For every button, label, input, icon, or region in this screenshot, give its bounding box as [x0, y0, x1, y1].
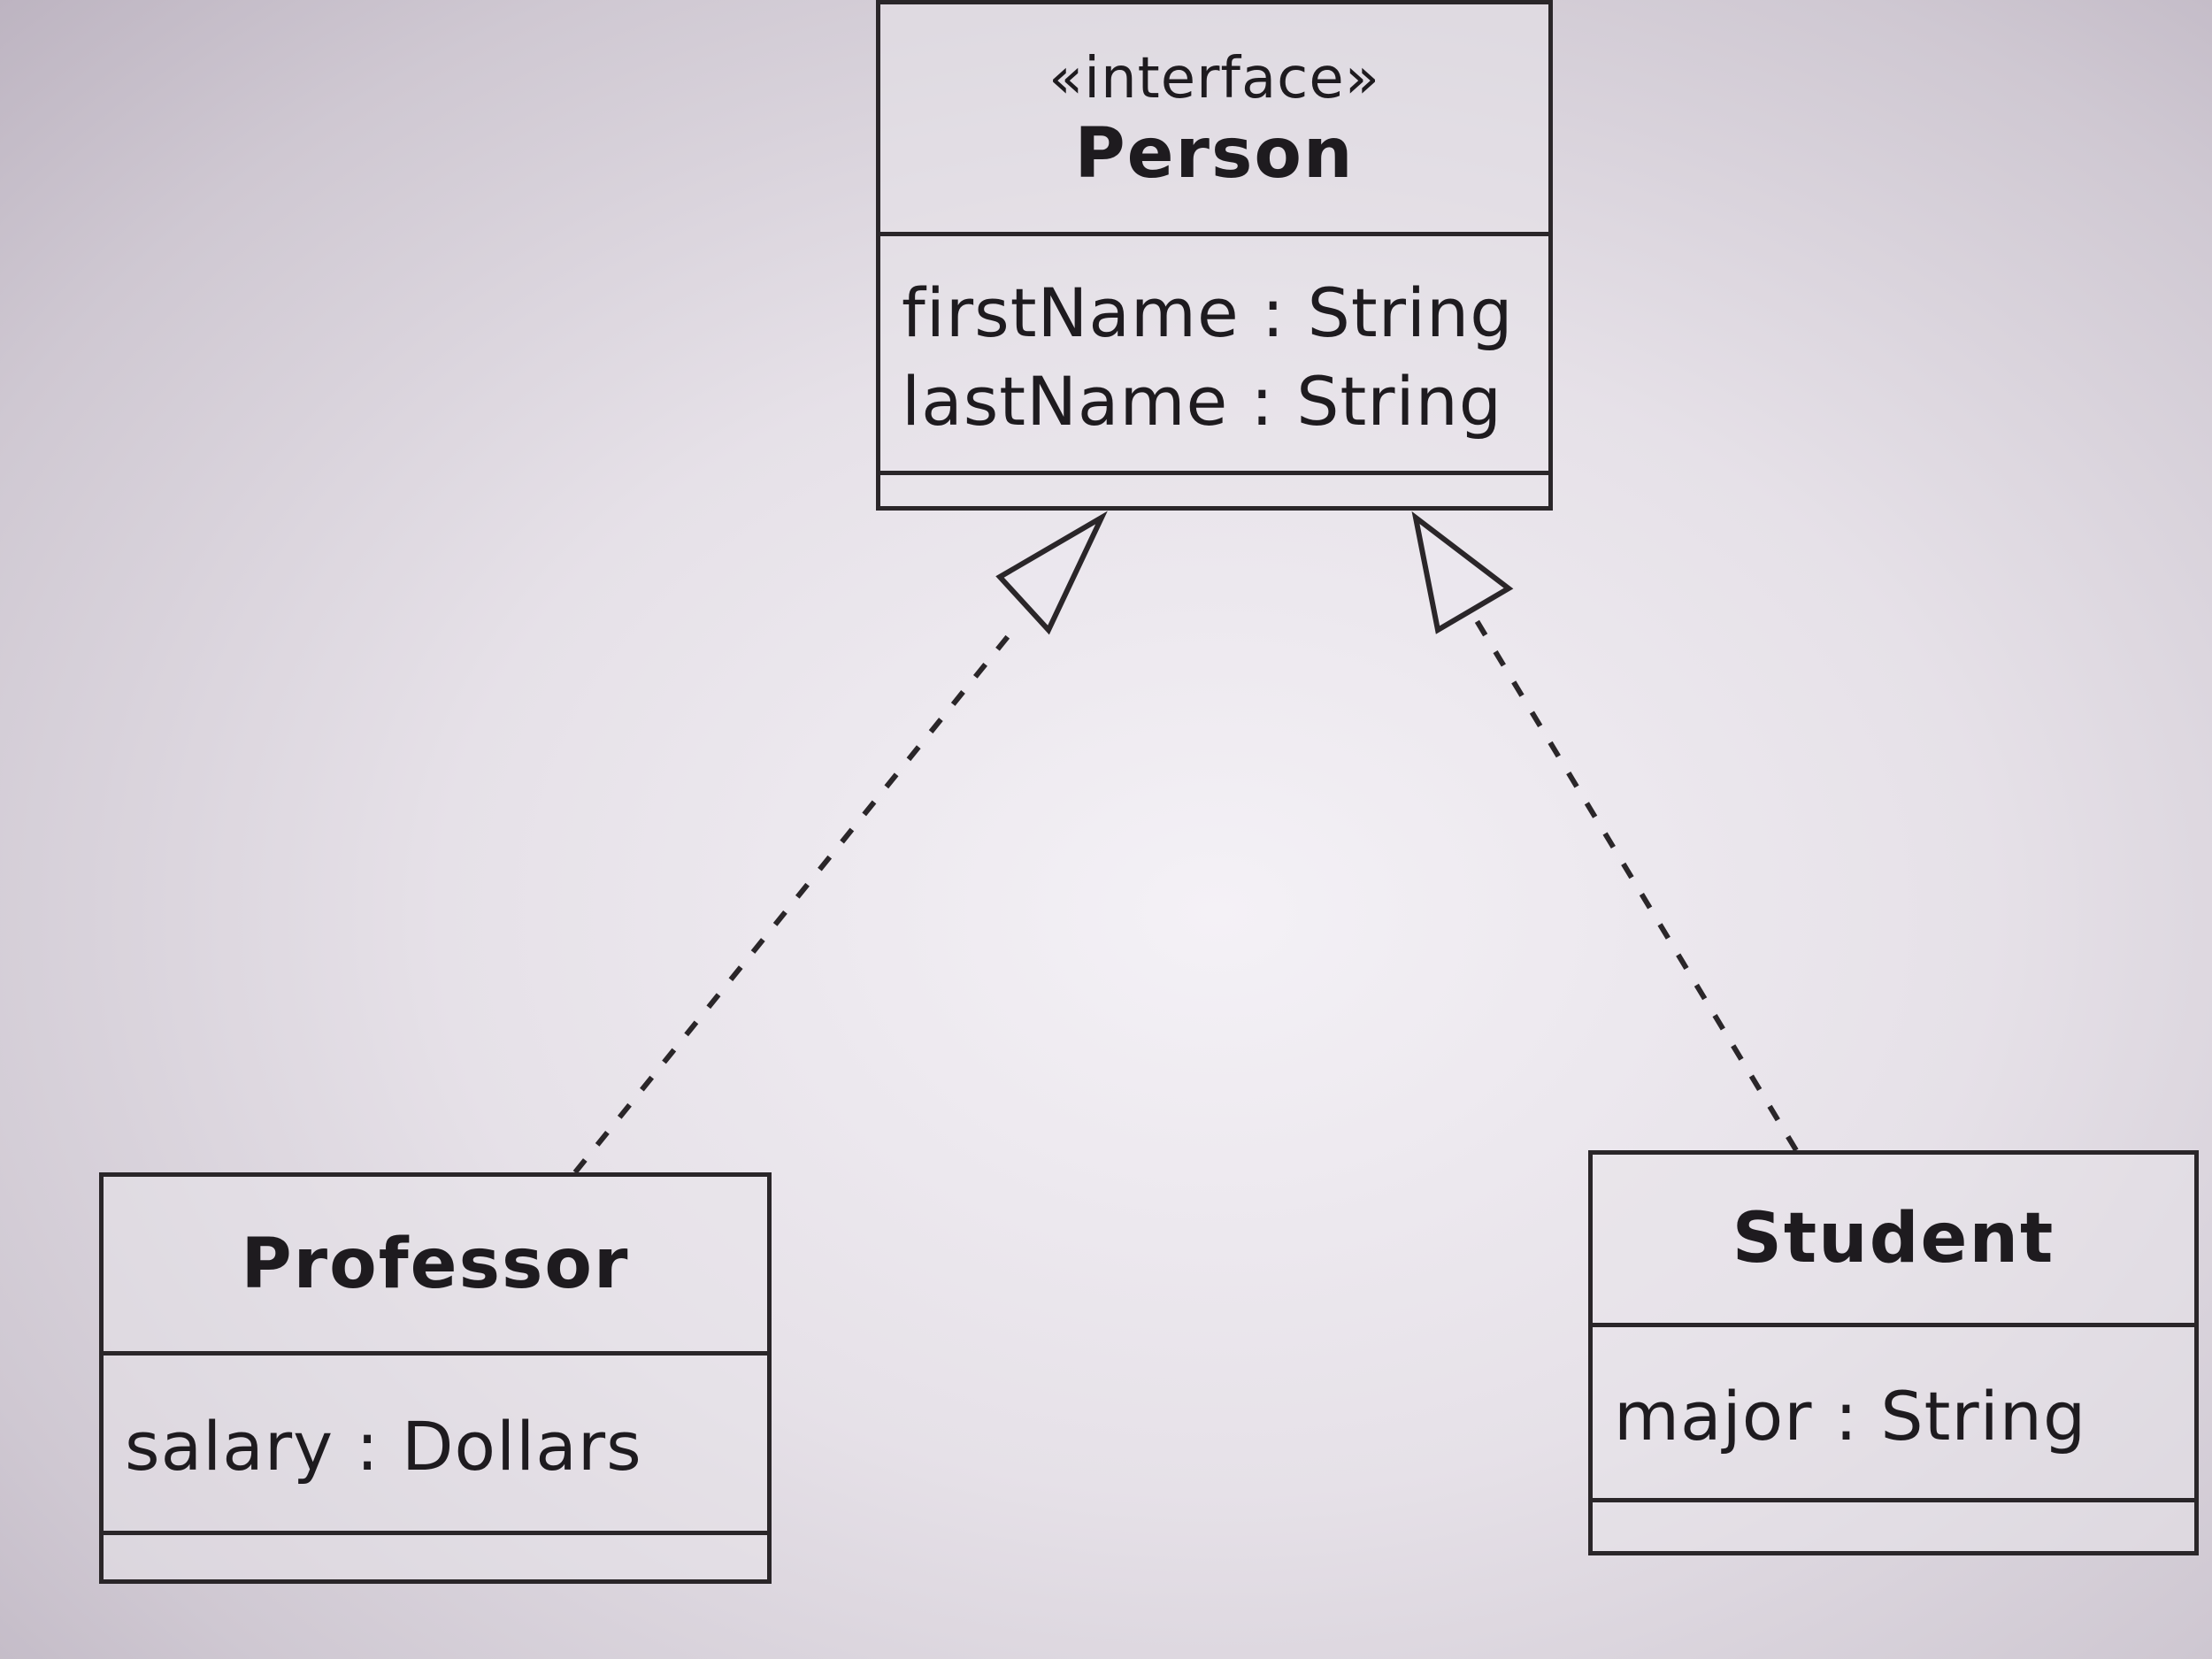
person-interface-box[interactable]: «interface» Person firstName : String la…: [876, 0, 1553, 511]
interface-stereotype: «interface»: [1048, 45, 1380, 111]
student-realizes-person: [1411, 511, 1799, 1152]
professor-attributes-compartment: salary : Dollars: [104, 1356, 767, 1535]
person-name-compartment: «interface» Person: [880, 4, 1548, 236]
professor-class-box[interactable]: Professor salary : Dollars: [99, 1172, 772, 1584]
student-operations-compartment: [1593, 1502, 2194, 1551]
professor-operations-compartment: [104, 1535, 767, 1579]
student-attribute-major: major : String: [1614, 1376, 2087, 1455]
person-attribute-firstname: firstName : String: [902, 273, 1514, 352]
student-class-box[interactable]: Student major : String: [1588, 1150, 2199, 1555]
student-name-compartment: Student: [1593, 1155, 2194, 1327]
professor-dashed-line: [572, 628, 1016, 1174]
student-realization-arrowhead-icon: [1411, 511, 1514, 634]
person-operations-compartment: [880, 475, 1548, 506]
student-class-name: Student: [1732, 1199, 2055, 1279]
person-class-name: Person: [1074, 113, 1355, 194]
professor-attribute-salary: salary : Dollars: [125, 1407, 642, 1486]
student-attributes-compartment: major : String: [1593, 1327, 2194, 1502]
professor-realization-arrowhead-icon: [995, 511, 1108, 635]
professor-class-name: Professor: [241, 1224, 630, 1304]
professor-name-compartment: Professor: [104, 1177, 767, 1356]
person-attributes-compartment: firstName : String lastName : String: [880, 236, 1548, 475]
student-dashed-line: [1473, 618, 1799, 1152]
professor-realizes-person: [572, 511, 1108, 1174]
person-attribute-lastname: lastName : String: [902, 361, 1503, 441]
